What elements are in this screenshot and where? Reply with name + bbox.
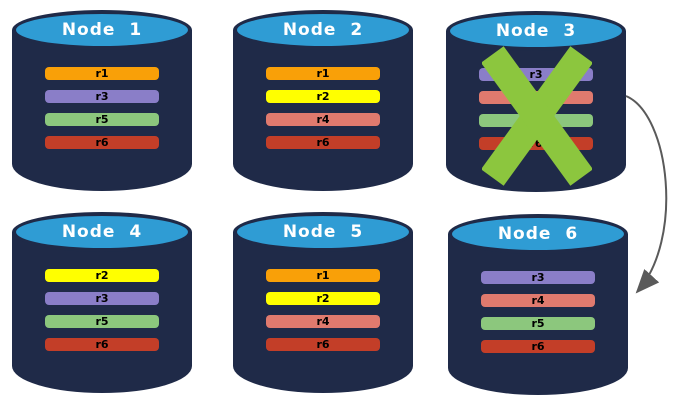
replica-bars: r1 r2 r4 r6 [266,67,380,149]
replica-label: r5 [531,317,545,330]
cylinder-top: Node 6 [448,214,628,254]
replica-label: r6 [95,136,109,149]
cylinder-top: Node 1 [12,10,192,50]
replica-label: r3 [95,90,109,103]
replica-bars: r1 r3 r5 r6 [45,67,159,149]
replica-label: r1 [316,269,330,282]
failure-x-icon [482,46,592,186]
replica-label: r4 [316,315,330,328]
replica-label: r4 [316,113,330,126]
cylinder-top: Node 4 [12,212,192,252]
replica-label: r6 [95,338,109,351]
replica-bar-r4: r4 [481,294,595,307]
cylinder-body [448,234,628,395]
replica-bar-r2: r2 [45,269,159,282]
replica-bar-r2: r2 [266,90,380,103]
db-node-2: Node 2 r1 r2 r4 r6 [233,10,413,191]
db-node-1: Node 1 r1 r3 r5 r6 [12,10,192,191]
replica-label: r3 [531,271,545,284]
replica-label: r2 [316,90,330,103]
replica-label: r6 [316,338,330,351]
cylinder-body [12,232,192,393]
replica-label: r1 [95,67,109,80]
node-title: Node 2 [282,20,364,40]
replica-label: r3 [529,68,543,81]
replica-bars: r3 r4 r5 r6 [481,271,595,353]
arrow-curve [625,95,668,294]
replica-label: r6 [316,136,330,149]
replica-bar-r5: r5 [45,315,159,328]
replica-label: r6 [531,340,545,353]
replica-label: r5 [95,113,109,126]
db-node-4: Node 4 r2 r3 r5 r6 [12,212,192,393]
replica-label: r3 [95,292,109,305]
replica-bar-r4: r4 [266,315,380,328]
replica-bar-r1: r1 [45,67,159,80]
node-title: Node 1 [61,20,143,40]
cylinder-body [233,30,413,191]
replica-bar-r6: r6 [266,136,380,149]
db-node-6: Node 6 r3 r4 r5 r6 [448,214,628,395]
db-node-3: Node 3r3r4r5r6 [446,11,626,192]
replica-bars: r1 r2 r4 r6 [266,269,380,351]
cylinder-top: Node 3 [446,11,626,51]
replica-bar-r4: r4 [266,113,380,126]
replica-bar-r6: r6 [45,338,159,351]
replica-label: r1 [316,67,330,80]
replica-bar-r6: r6 [266,338,380,351]
cylinder-body [12,30,192,191]
replica-bar-r5: r5 [481,317,595,330]
replica-label: r2 [95,269,109,282]
replica-bar-r2: r2 [266,292,380,305]
cylinder-top: Node 2 [233,10,413,50]
cylinder-top: Node 5 [233,212,413,252]
replica-bar-r6: r6 [45,136,159,149]
replica-bar-r1: r1 [266,269,380,282]
replica-label: r4 [531,294,545,307]
replica-bars: r2 r3 r5 r6 [45,269,159,351]
node-title: Node 5 [282,222,364,242]
replica-bar-r3: r3 [481,271,595,284]
db-node-5: Node 5 r1 r2 r4 r6 [233,212,413,393]
node-title: Node 3 [495,21,577,41]
node-title: Node 6 [497,224,579,244]
node-title: Node 4 [61,222,143,242]
replica-label: r2 [316,292,330,305]
replica-bar-r3: r3 [45,292,159,305]
replica-bar-r3: r3 [45,90,159,103]
replica-bar-r1: r1 [266,67,380,80]
replica-bar-r6: r6 [481,340,595,353]
replica-bar-r5: r5 [45,113,159,126]
replica-label: r5 [95,315,109,328]
cylinder-body [233,232,413,393]
